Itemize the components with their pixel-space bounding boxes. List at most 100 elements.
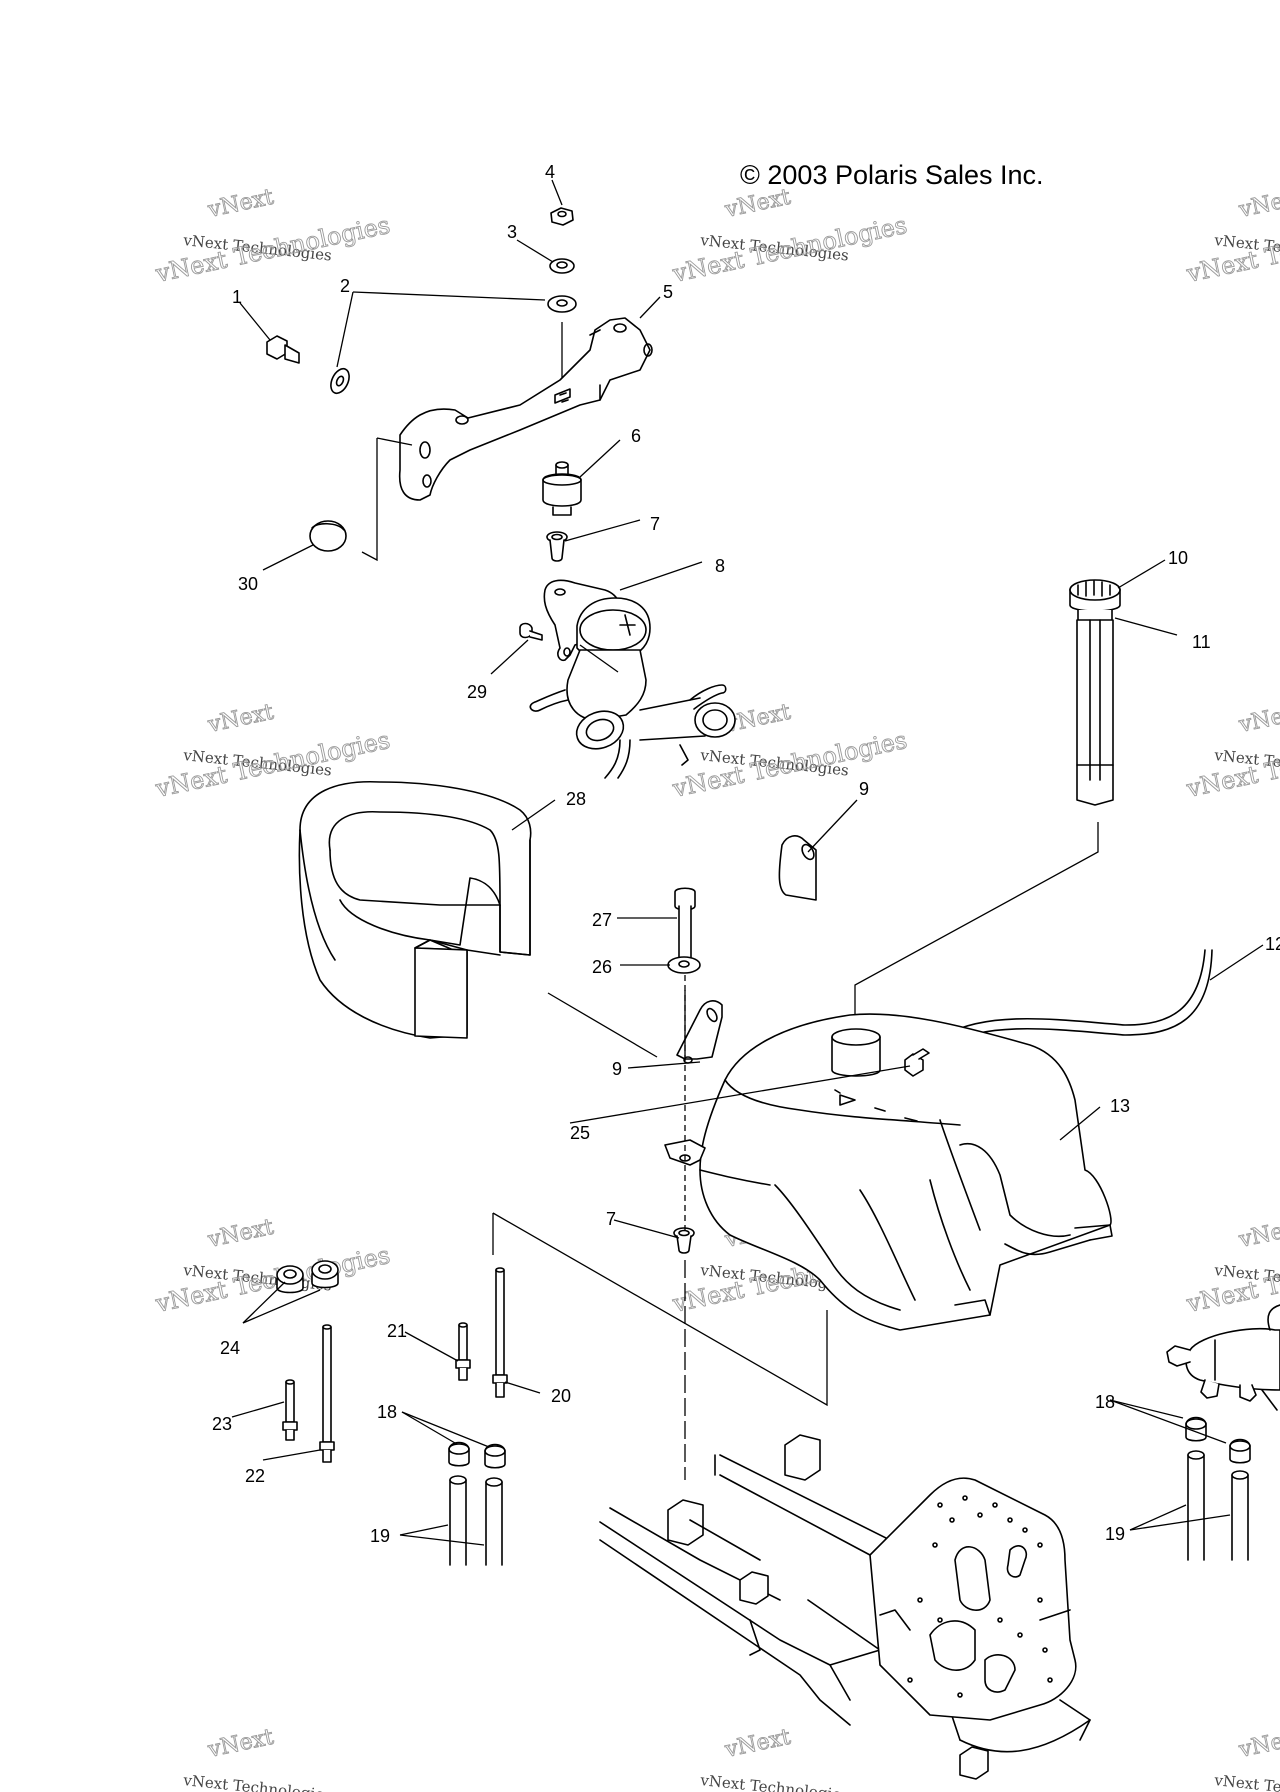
callout-22: 22 [245, 1466, 265, 1486]
callout-30: 30 [238, 574, 258, 594]
svg-text:vNext Technologies: vNext Technologies [1183, 726, 1280, 803]
callout-1: 1 [232, 287, 242, 307]
svg-text:vNext: vNext [205, 1215, 276, 1253]
leader-line [361, 438, 378, 562]
callout-11: 11 [1192, 632, 1211, 652]
callout-5: 5 [663, 282, 673, 302]
callout-25: 25 [570, 1123, 590, 1143]
part-fuel-cap [1069, 579, 1121, 621]
callout-labels: 4 3 2 1 5 6 7 8 30 29 10 11 28 9 27 26 9… [212, 162, 1280, 1546]
watermark: vNext vNext Technologies vNext Technolog… [1183, 184, 1280, 288]
callout-4: 4 [545, 162, 555, 182]
callout-12: 12 [1265, 934, 1280, 954]
callout-27: 27 [592, 910, 612, 930]
callout-19: 19 [370, 1526, 390, 1546]
part-mounting-bracket [398, 317, 653, 501]
part-frame [599, 1434, 1091, 1780]
watermark: vNext vNext Technologies vNext Technolog… [152, 1214, 393, 1318]
part-cap [1185, 1416, 1251, 1464]
part-bolt [674, 887, 696, 962]
part-nut [550, 207, 574, 226]
callout-13: 13 [1110, 1096, 1130, 1116]
part-rubber-mount [542, 461, 582, 516]
svg-text:vNext Technologies: vNext Technologies [1183, 211, 1280, 288]
callout-7: 7 [650, 514, 660, 534]
part-stud [492, 1267, 508, 1398]
svg-text:vNext: vNext [722, 185, 793, 223]
svg-text:vNext: vNext [1236, 1215, 1280, 1253]
part-fuel-fitting [904, 1048, 930, 1077]
watermark: vNext vNext Technologies vNext Technolog… [669, 184, 910, 288]
callout-28: 28 [566, 789, 586, 809]
callout-10: 10 [1168, 548, 1188, 568]
callout-7: 7 [606, 1209, 616, 1229]
svg-text:vNext Technologies: vNext Technologies [1213, 1771, 1280, 1792]
part-carburetor [529, 597, 736, 779]
leader-line [854, 822, 1099, 1020]
part-grommet [276, 1260, 339, 1294]
svg-text:vNext: vNext [205, 700, 276, 738]
part-foam-pad [298, 780, 532, 1039]
svg-text:vNext: vNext [722, 1725, 793, 1763]
part-washer [330, 295, 577, 395]
part-bracket [676, 1000, 723, 1064]
part-lock-washer [549, 258, 575, 274]
svg-text:vNext Technologies: vNext Technologies [1183, 1241, 1280, 1318]
watermarks: vNext vNext Technologies vNext Technolog… [152, 184, 1280, 1792]
part-stud [455, 1322, 471, 1381]
leader-line [547, 992, 658, 1058]
watermark: vNext vNext Technologies vNext Technolog… [152, 184, 393, 288]
watermark: vNext vNext Technologies [1213, 1724, 1280, 1792]
callout-19: 19 [1105, 1524, 1125, 1544]
part-fuel-hose [944, 949, 1213, 1046]
watermark: vNext vNext Technologies [182, 1724, 333, 1792]
callout-29: 29 [467, 682, 487, 702]
part-plug [309, 520, 347, 552]
callout-2: 2 [340, 276, 350, 296]
part-post [449, 1475, 503, 1566]
callout-3: 3 [507, 222, 517, 242]
part-cap [448, 1441, 506, 1469]
callout-6: 6 [631, 426, 641, 446]
callout-9: 9 [859, 779, 869, 799]
part-washer [667, 956, 701, 974]
part-bolt [266, 335, 300, 364]
svg-text:vNext: vNext [1236, 185, 1280, 223]
svg-text:vNext: vNext [205, 1725, 276, 1763]
callout-18: 18 [377, 1402, 397, 1422]
part-well-nut [546, 531, 568, 562]
part-well-nut [673, 1227, 695, 1254]
part-filler-neck [831, 1028, 881, 1077]
watermark: vNext vNext Technologies vNext Technolog… [1183, 1214, 1280, 1318]
watermark: vNext vNext Technologies vNext Technolog… [1183, 699, 1280, 803]
svg-text:vNext Technologies: vNext Technologies [182, 1771, 333, 1792]
callout-8: 8 [715, 556, 725, 576]
svg-text:vNext: vNext [1236, 1725, 1280, 1763]
leader-line [492, 1212, 828, 1407]
part-fuel-filter [1166, 1304, 1280, 1411]
callout-23: 23 [212, 1414, 232, 1434]
svg-text:vNext Technologies: vNext Technologies [699, 1771, 850, 1792]
callout-24: 24 [220, 1338, 240, 1358]
copyright-notice: © 2003 Polaris Sales Inc. [740, 160, 1044, 190]
watermark: vNext vNext Technologies [699, 1724, 850, 1792]
callout-20: 20 [551, 1386, 571, 1406]
callout-21: 21 [387, 1321, 407, 1341]
callout-18: 18 [1095, 1392, 1115, 1412]
part-stud [282, 1379, 298, 1441]
part-bracket [778, 835, 817, 901]
callout-9: 9 [612, 1059, 622, 1079]
part-tank-tab [664, 1139, 706, 1166]
svg-text:vNext: vNext [205, 185, 276, 223]
part-stud [319, 1324, 335, 1463]
part-screw [519, 622, 543, 641]
part-post [1187, 1450, 1249, 1561]
svg-text:vNext: vNext [1236, 700, 1280, 738]
leader-line [579, 644, 619, 673]
callout-26: 26 [592, 957, 612, 977]
leader-lines [231, 179, 1264, 1546]
part-fuel-tank [699, 1013, 1113, 1331]
part-fuel-gauge [1076, 619, 1114, 806]
leader-line [376, 437, 413, 446]
